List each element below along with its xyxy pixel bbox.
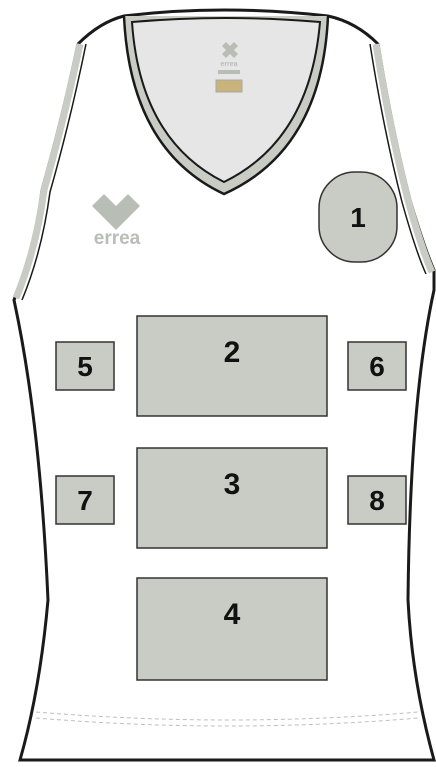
print-zone-2-label: 2: [224, 336, 241, 369]
print-zone-6: 6: [348, 342, 406, 390]
print-zone-5-label: 5: [77, 351, 93, 382]
print-zone-3-label: 3: [224, 468, 241, 501]
print-zone-2: 2: [137, 316, 327, 416]
print-zone-5: 5: [56, 342, 114, 390]
print-zone-8: 8: [348, 476, 406, 524]
neck-label-care-tag: [216, 80, 242, 92]
print-zone-7-label: 7: [77, 485, 93, 516]
print-zone-4-label: 4: [224, 598, 241, 631]
print-zone-1-label: 1: [350, 202, 366, 233]
print-zone-6-label: 6: [369, 351, 385, 382]
print-zone-7: 7: [56, 476, 114, 524]
errea-logo-wordmark: errea: [94, 228, 141, 249]
print-zone-8-label: 8: [369, 485, 385, 516]
neck-label-size-strip: [218, 70, 240, 74]
neck-label-brand: errea: [220, 61, 237, 68]
print-zone-4: 4: [137, 578, 327, 680]
print-zone-3: 3: [137, 448, 327, 548]
print-zone-1: 1: [319, 172, 397, 262]
